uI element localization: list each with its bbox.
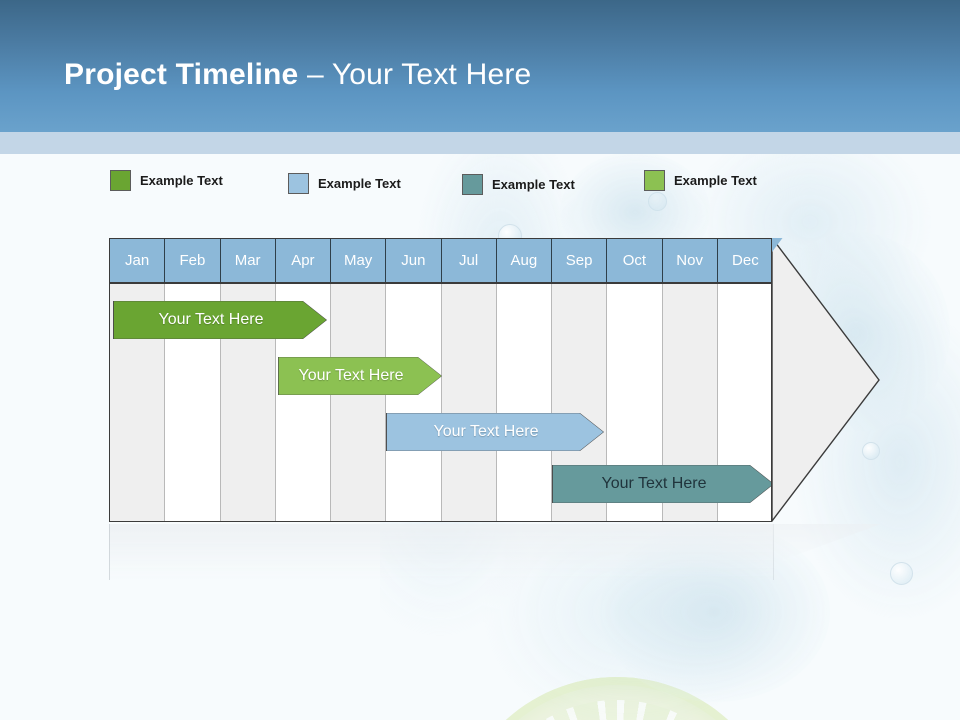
legend-swatch-green-dark [110,170,131,191]
page-title-strong: Project Timeline [64,58,299,91]
month-header-feb[interactable]: Feb [165,239,221,282]
timeline-column-jan [110,239,166,521]
task-bar-3[interactable]: Your Text Here [386,413,604,451]
task-bar-2[interactable]: Your Text Here [278,357,442,395]
month-header-oct[interactable]: Oct [607,239,663,282]
month-header-jan[interactable]: Jan [110,239,166,282]
timeline-column-jun [386,239,442,521]
legend-item-3[interactable]: Example Text [462,174,575,195]
legend-item-1[interactable]: Example Text [110,170,223,191]
legend-swatch-teal [462,174,483,195]
bubble-icon [890,562,913,585]
timeline-arrow-head [772,238,881,522]
chart-reflection [109,524,774,580]
legend-item-2[interactable]: Example Text [288,173,401,194]
page-title-separator: – [298,58,332,91]
legend-label: Example Text [140,173,223,188]
month-header-nov[interactable]: Nov [662,239,718,282]
month-header-jun[interactable]: Jun [386,239,442,282]
slide-header: Project Timeline – Your Text Here [0,0,960,132]
month-header-apr[interactable]: Apr [275,239,331,282]
page-title: Project Timeline – Your Text Here [64,58,531,92]
task-bar-label: Your Text Here [433,423,539,440]
arrow-head-icon [772,238,880,522]
task-bar-label: Your Text Here [298,367,404,384]
timeline-column-mar [220,239,276,521]
legend-swatch-green-light [644,170,665,191]
legend-label: Example Text [674,173,757,188]
timeline-column-aug [497,239,552,521]
page-title-light: Your Text Here [331,58,532,91]
timeline-grid: Jan Feb Mar Apr May Jun Jul Aug Sep Oct … [109,238,772,522]
legend-item-4[interactable]: Example Text [644,170,757,191]
timeline-column-oct [607,239,663,521]
legend-label: Example Text [492,177,575,192]
timeline-column-jul [441,239,497,521]
month-header-sep[interactable]: Sep [552,239,608,282]
legend-swatch-blue [288,173,309,194]
month-header-underline [110,282,771,284]
task-bar-fill-green-dark [114,301,327,339]
month-header-aug[interactable]: Aug [496,239,552,282]
timeline-column-feb [165,239,221,521]
task-bar-label: Your Text Here [601,475,707,492]
task-bar-1[interactable]: Your Text Here [113,301,327,339]
header-accent-band [0,132,960,154]
bubble-icon [862,442,880,460]
month-header-dec[interactable]: Dec [717,239,771,282]
month-header-mar[interactable]: Mar [220,239,276,282]
legend-label: Example Text [318,176,401,191]
timeline-chart: Jan Feb Mar Apr May Jun Jul Aug Sep Oct … [109,238,881,522]
month-header-jul[interactable]: Jul [441,239,497,282]
task-bar-label: Your Text Here [158,311,264,328]
task-bar-4[interactable]: Your Text Here [552,465,772,503]
month-header-may[interactable]: May [331,239,387,282]
